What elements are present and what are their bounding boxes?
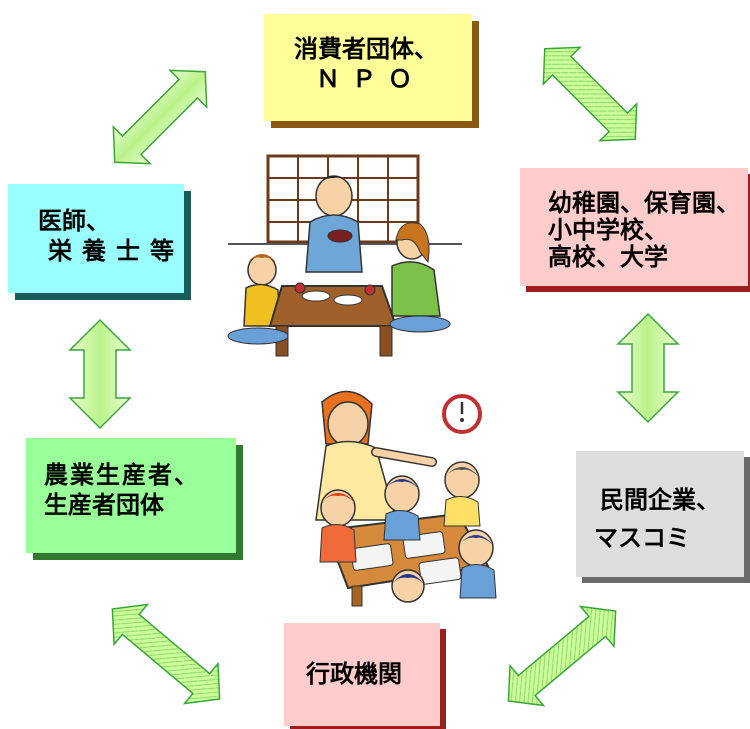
node-schools: 幼稚園、保育園、 小中学校、 高校、大学 [520, 168, 748, 286]
double-arrow-doctor-consumer [112, 69, 208, 165]
family-meal-illustration [227, 154, 462, 357]
node-companies-line2: マスコミ [594, 524, 690, 552]
node-doctors-line2: 栄養士等 [48, 237, 184, 265]
node-consumer-groups-line2: ＮＰＯ [316, 65, 424, 93]
school-lunch-illustration [315, 390, 497, 607]
node-doctors-line1: 医師、 [38, 207, 110, 235]
node-consumer-groups-line1: 消費者団体、 [294, 35, 438, 63]
node-companies-line1: 民間企業、 [600, 486, 720, 514]
node-consumer-groups: 消費者団体、 ＮＰＯ [264, 14, 472, 121]
node-farmers-line2: 生産者団体 [44, 491, 164, 519]
node-schools-line1: 幼稚園、保育園、 [548, 189, 740, 217]
node-administration: 行政機関 [284, 623, 440, 726]
double-arrow-school-company [616, 312, 680, 424]
node-schools-line3: 高校、大学 [548, 243, 668, 271]
double-arrow-farmer-gov [111, 603, 221, 705]
node-farmers: 農業生産者、 生産者団体 [26, 438, 236, 553]
node-doctors: 医師、 栄養士等 [8, 184, 184, 293]
node-farmers-line1: 農業生産者、 [44, 461, 200, 489]
double-arrow-doctor-farmer [68, 318, 132, 430]
double-arrow-gov-company [507, 605, 617, 707]
node-schools-line2: 小中学校、 [548, 216, 668, 244]
node-administration-line1: 行政機関 [306, 660, 402, 688]
node-companies: 民間企業、 マスコミ [576, 451, 744, 577]
double-arrow-consumer-school [542, 46, 638, 142]
